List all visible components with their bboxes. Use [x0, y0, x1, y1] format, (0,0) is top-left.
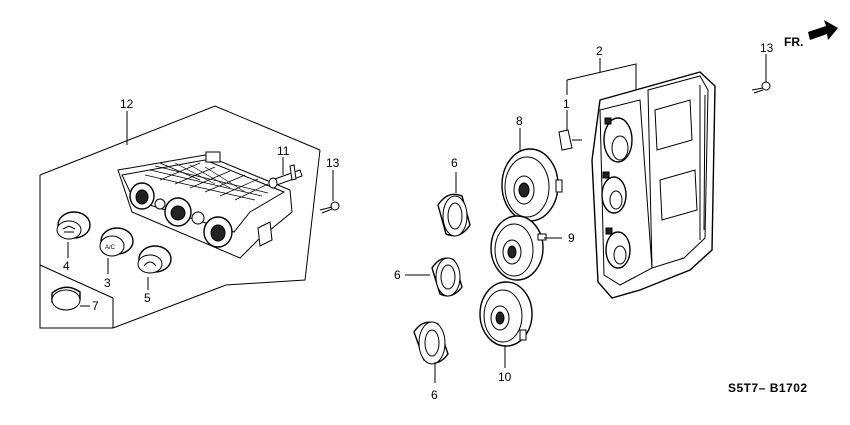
- knob-6-mid: [431, 257, 463, 297]
- callout-13-left: 13: [326, 156, 340, 170]
- assembly-12-outline-top: [39, 105, 321, 176]
- front-direction-label: FR.: [784, 35, 803, 49]
- callout-4: 4: [63, 259, 70, 273]
- callout-10: 10: [498, 370, 512, 384]
- callout-6-top: 6: [451, 156, 458, 170]
- screw-11: [268, 164, 303, 189]
- assembly-12-subline: [39, 264, 114, 299]
- callout-5: 5: [144, 291, 151, 305]
- button-7: [51, 286, 81, 311]
- callout-2: 2: [596, 44, 603, 58]
- button-ac-label: A/C: [105, 245, 116, 251]
- screw-13-right: [751, 81, 771, 94]
- dial-8: [501, 148, 563, 222]
- callout-1: 1: [563, 97, 570, 111]
- screw-13-left: [319, 201, 340, 214]
- callout-6-mid: 6: [394, 268, 401, 282]
- front-direction-indicator: FR.: [784, 20, 838, 49]
- callout-13-right: 13: [760, 41, 774, 55]
- screw-1: [558, 129, 582, 151]
- callout-12: 12: [120, 97, 134, 111]
- dial-10: [479, 281, 533, 347]
- button-4: [56, 211, 91, 240]
- leader-2-bracket: [566, 63, 637, 95]
- callout-11: 11: [277, 144, 290, 158]
- control-unit-2: [566, 58, 716, 299]
- control-panel-housing: [117, 151, 293, 259]
- button-5: [137, 245, 172, 274]
- callout-7: 7: [92, 299, 99, 313]
- dial-9: [490, 215, 547, 281]
- callout-3: 3: [104, 276, 111, 290]
- diagram-code: S5T7– B1702: [728, 381, 808, 395]
- knob-6-top: [437, 193, 471, 237]
- assembly-12-outline-bottom: [112, 284, 227, 329]
- assembly-12-outline-left: [39, 175, 113, 329]
- front-arrow-icon: [808, 20, 838, 40]
- knob-6-bottom: [413, 321, 449, 365]
- callout-6-bottom: 6: [431, 388, 438, 402]
- assembly-12-group: A/C: [39, 105, 340, 329]
- callout-8: 8: [516, 114, 523, 128]
- button-3: A/C: [99, 227, 134, 257]
- knobs-group: [405, 128, 563, 383]
- assembly-12-outline-right: [225, 149, 321, 286]
- callout-9: 9: [568, 231, 575, 245]
